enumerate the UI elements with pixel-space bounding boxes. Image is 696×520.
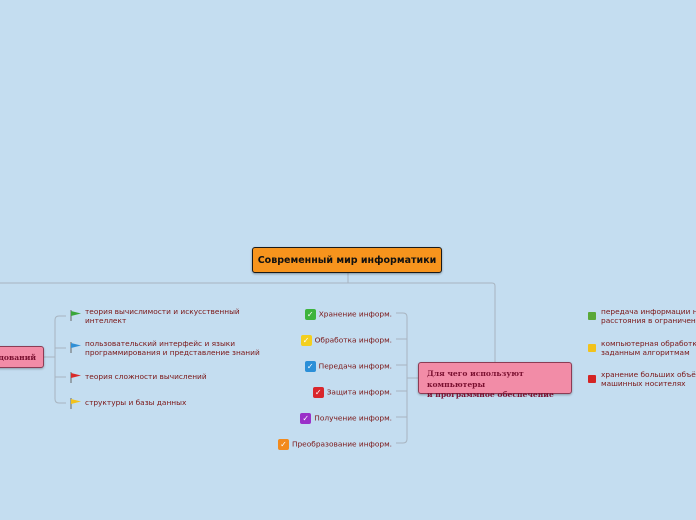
middle-leaf-3-text: Передача информ. [318,361,392,371]
middle-leaf-1[interactable]: ✓Хранение информ. [304,309,392,320]
red-flag-icon [70,372,81,383]
right-leaf-1-line-1: передача информации н [601,307,696,316]
middle-leaf-4-text: Защита информ. [326,387,392,397]
middle-branch-topic[interactable]: Для чего используют компьютеры и програм… [418,362,572,399]
left-leaf-3-line-1: теория сложности вычислений [85,372,207,381]
middle-leaf-5-text: Получение информ. [314,413,392,423]
red-square-icon [588,375,596,383]
right-leaf-1-line-2: расстояния в ограничен [601,316,696,325]
left-leaf-4[interactable]: структуры и базы данных [70,398,187,409]
green-check-icon: ✓ [304,309,316,320]
right-leaf-2-line-1: компьютерная обработк [601,339,696,348]
left-leaf-3[interactable]: теория сложности вычислений [70,372,207,383]
root-topic-title: Современный мир информатики [257,254,437,266]
left-leaf-4-line-1: структуры и базы данных [85,398,187,407]
middle-leaf-1-text: Хранение информ. [318,309,392,319]
middle-leaf-2[interactable]: ✓Обработка информ. [300,335,392,346]
root-topic[interactable]: Современный мир информатики [252,247,442,273]
yellow-check-icon: ✓ [300,335,312,346]
yellow-square-icon [588,344,596,352]
middle-branch-title-line-2: и программное обеспечение [427,390,554,399]
left-leaf-2-line-1: пользовательский интерфейс и языки [85,339,236,348]
blue-check-icon: ✓ [304,361,316,372]
middle-leaf-6[interactable]: ✓Преобразование информ. [277,439,392,450]
green-book-icon [588,312,596,320]
purple-check-icon: ✓ [300,413,312,424]
left-leaf-1-line-1: теория вычислимости и искусственный [85,307,240,316]
middle-leaf-2-text: Обработка информ. [314,335,392,345]
left-leaf-2-line-2: программирования и представление знаний [85,348,260,357]
left-leaf-1-line-2: интеллект [85,316,127,325]
middle-branch-title-line-1: Для чего используют компьютеры [427,369,524,389]
blue-flag-icon [70,342,81,353]
left-branch-topic[interactable]: едований [0,346,44,368]
left-branch-title: едований [0,352,36,362]
middle-leaf-4[interactable]: ✓Защита информ. [312,387,392,398]
orange-check-icon: ✓ [277,439,289,450]
middle-leaf-5[interactable]: ✓Получение информ. [300,413,392,424]
right-leaf-3-line-2: машинных носителях [601,379,686,388]
middle-leaf-6-text: Преобразование информ. [291,439,392,449]
green-flag-icon [70,310,81,321]
right-leaf-3-line-1: хранение больших объё [601,370,696,379]
red-check-icon: ✓ [312,387,324,398]
yellow-flag-icon [70,398,81,409]
middle-leaf-3[interactable]: ✓Передача информ. [304,361,392,372]
right-leaf-2-line-2: заданным алгоритмам [601,348,690,357]
